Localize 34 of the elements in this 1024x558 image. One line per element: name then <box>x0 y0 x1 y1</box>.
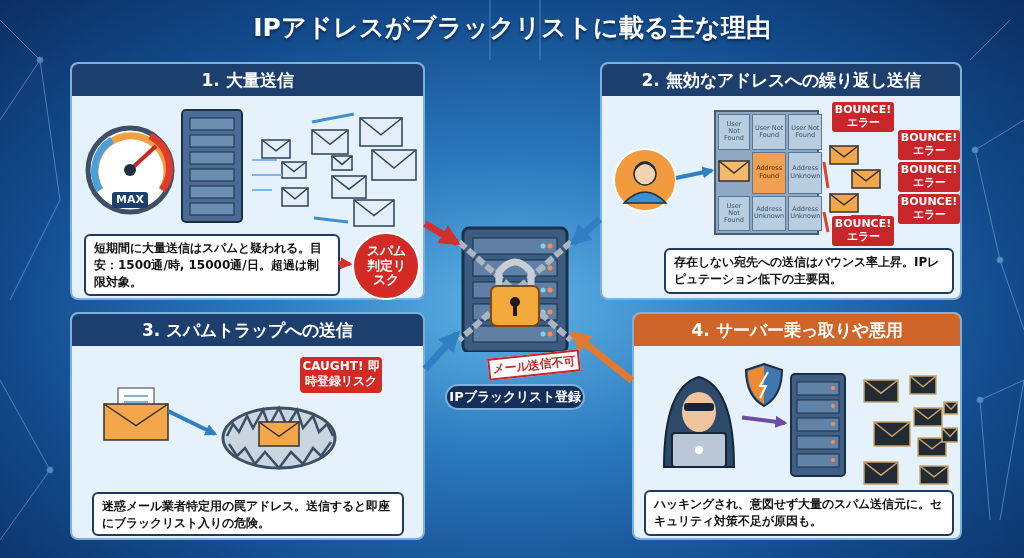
panel-heading: 4. サーバー乗っ取りや悪用 <box>634 314 960 346</box>
arrow <box>569 331 635 384</box>
gauge-label: MAX <box>115 192 145 208</box>
panel-heading: 2. 無効なアドレスへの繰り返し送信 <box>602 64 960 96</box>
note-box: 存在しない宛先への送信はバウンス率上昇。IPレピュテーション低下の主要因。 <box>664 248 954 294</box>
speech-bubble: CAUGHT! 即時登録リスク <box>300 357 382 393</box>
panel-heading: 1. 大量送信 <box>72 64 423 96</box>
panel-heading: 3. スパムトラップへの送信 <box>72 314 423 346</box>
error-callout: BOUNCE! エラー <box>898 162 960 192</box>
person-icon <box>612 147 678 213</box>
envelope-icon <box>102 384 170 442</box>
warning-badge: スパム判定リスク <box>352 232 420 300</box>
panel <box>70 62 425 300</box>
stamp: メール送信不可 <box>487 349 581 381</box>
panel <box>632 312 962 540</box>
title: IPアドレスがブラックリストに載る主な理由 <box>252 12 772 44</box>
arrow <box>422 330 460 372</box>
note-box: ハッキングされ、意図せず大量のスパム送信元に。セキュリティ対策不足が原因も。 <box>644 490 954 536</box>
error-callout: BOUNCE! エラー <box>832 102 894 132</box>
status-label: IPブラックリスト登録 <box>445 384 585 410</box>
error-callout: BOUNCE! エラー <box>898 194 960 224</box>
panel <box>70 312 425 540</box>
arrow <box>675 166 715 180</box>
server-drawing <box>787 370 849 480</box>
arrow <box>337 257 353 270</box>
error-callout: BOUNCE! エラー <box>832 216 894 246</box>
panel <box>600 62 962 300</box>
arrow <box>569 216 603 246</box>
mailbox-wall <box>714 110 819 235</box>
error-callout: BOUNCE! エラー <box>898 130 960 160</box>
note-box: 短期間に大量送信はスパムと疑われる。目安：1500通/時, 15000通/日。超過は制限対象。 <box>84 234 340 296</box>
note-box: 迷惑メール業者特定用の罠アドレス。送信すると即座にブラックリスト入りの危険。 <box>92 492 404 536</box>
arrow <box>423 220 461 246</box>
arrow <box>741 415 788 428</box>
